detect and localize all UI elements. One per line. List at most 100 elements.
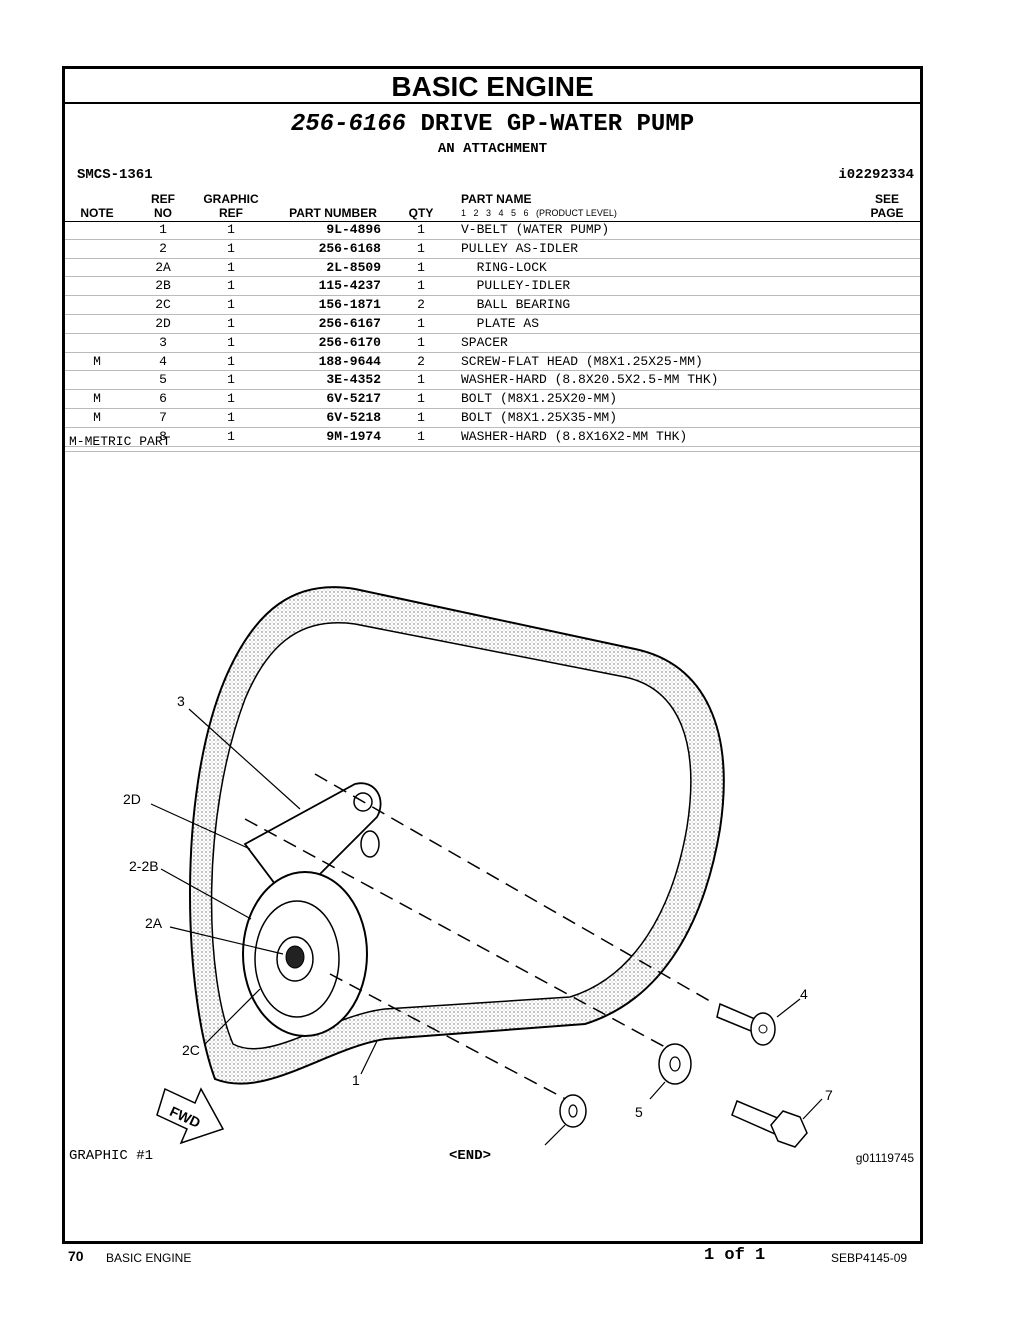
callout-3: 3	[177, 693, 185, 709]
cell-graphic-ref: 1	[227, 278, 235, 294]
cell-part-number: 2L-8509	[326, 259, 381, 275]
plate-assembly-drawing	[243, 782, 382, 906]
cell-part-name: BOLT (M8X1.25X35-MM)	[461, 409, 618, 425]
cell-graphic-ref: 1	[227, 391, 235, 407]
cell-graphic-ref: 1	[227, 353, 235, 369]
col-graphic-ref-line2: REF	[219, 206, 243, 220]
exploded-view-graphic: FWD 3 2D 2-2B 2A 2C 1 4 5 7 8 6	[123, 586, 833, 1149]
cell-qty: 1	[417, 222, 425, 237]
explode-lines	[244, 773, 716, 1105]
col-see-page: SEE PAGE	[861, 192, 913, 220]
col-graphic-ref: GRAPHIC REF	[199, 192, 263, 220]
cell-ref: 2B	[155, 278, 171, 294]
cell-ref: 6	[159, 391, 167, 407]
col-see-page-line1: SEE	[874, 192, 899, 206]
cell-part-number: 3E-4352	[326, 372, 381, 388]
cell-part-name: PULLEY AS-IDLER	[461, 240, 579, 256]
document-number: SEBP4145-09	[831, 1251, 908, 1265]
cell-qty: 1	[417, 428, 425, 444]
product-level-scale: 1 2 3 4 5 6 (PRODUCT LEVEL)	[461, 208, 617, 218]
callout-5: 5	[635, 1104, 643, 1120]
cell-graphic-ref: 1	[227, 259, 235, 275]
cell-ref: 2A	[155, 259, 171, 275]
cell-part-name: PULLEY-IDLER	[461, 278, 571, 294]
flat-head-screw-drawing	[716, 1002, 776, 1046]
page-count: 1 of 1	[704, 1246, 766, 1265]
cell-part-name: RING-LOCK	[461, 259, 547, 275]
cell-part-number: 6V-5217	[326, 391, 381, 407]
table-row: 2A 1 2L-8509 1 RING-LOCK	[65, 259, 920, 278]
cell-note: M	[93, 409, 101, 425]
cell-part-name: SCREW-FLAT HEAD (M8X1.25X25-MM)	[461, 353, 703, 369]
cell-part-name: SPACER	[461, 334, 508, 350]
info-id: i02292334	[838, 167, 914, 183]
group-part-number: 256-6166	[290, 111, 407, 138]
cell-graphic-ref: 1	[227, 428, 235, 444]
graphic-label: GRAPHIC #1	[69, 1148, 154, 1164]
cell-part-number: 256-6170	[318, 334, 381, 350]
cell-part-name: WASHER-HARD (8.8X16X2-MM THK)	[461, 428, 688, 444]
table-row: 2D 1 256-6167 1 PLATE AS	[65, 315, 920, 334]
cell-part-number: 256-6167	[318, 315, 381, 331]
col-ref-no-line1: REF	[151, 192, 175, 206]
col-ref-no: REF NO	[143, 192, 183, 220]
section-banner: BASIC ENGINE	[65, 69, 920, 104]
cell-qty: 1	[417, 391, 425, 407]
cell-note: M	[93, 391, 101, 407]
cell-ref: 2D	[155, 315, 171, 331]
cell-ref: 1	[159, 222, 167, 237]
callout-leaders	[150, 708, 823, 1146]
page-number: 70	[68, 1248, 84, 1264]
page-frame: BASIC ENGINE 256-6166 DRIVE GP-WATER PUM…	[62, 66, 923, 1244]
cell-qty: 1	[417, 315, 425, 331]
cell-part-number: 9M-1974	[326, 428, 381, 444]
cell-ref: 8	[159, 428, 167, 444]
cell-graphic-ref: 1	[227, 240, 235, 256]
cell-part-number: 6V-5218	[326, 409, 381, 425]
group-title: 256-6166 DRIVE GP-WATER PUMP	[65, 111, 920, 138]
cell-part-number: 256-6168	[318, 240, 381, 256]
table-row: 2B 1 115-4237 1 PULLEY-IDLER	[65, 277, 920, 297]
cell-qty: 1	[417, 278, 425, 294]
cell-ref: 2C	[155, 297, 171, 313]
cell-note: M	[93, 353, 101, 369]
header-rule	[65, 221, 920, 222]
cell-graphic-ref: 1	[227, 315, 235, 331]
forward-arrow-icon: FWD	[156, 1087, 225, 1145]
col-part-number: PART NUMBER	[289, 206, 377, 220]
group-name: DRIVE GP-WATER PUMP	[420, 111, 695, 138]
callout-8: 8	[535, 1148, 543, 1149]
cell-qty: 1	[417, 334, 425, 350]
bolt-long-drawing	[731, 1100, 808, 1148]
cell-part-number: 188-9644	[318, 353, 381, 369]
cell-part-number: 156-1871	[318, 297, 381, 313]
callout-2-2b: 2-2B	[129, 858, 159, 874]
col-note: NOTE	[80, 206, 114, 220]
cell-qty: 1	[417, 259, 425, 275]
graphic-id: g01119745	[855, 1151, 914, 1165]
table-row: 8 1 9M-1974 1 WASHER-HARD (8.8X16X2-MM THK)	[65, 428, 920, 447]
col-see-page-line2: PAGE	[870, 206, 904, 220]
cell-qty: 2	[417, 297, 425, 313]
cell-graphic-ref: 1	[227, 334, 235, 350]
cell-part-name: PLATE AS	[461, 315, 540, 331]
group-subtitle: AN ATTACHMENT	[437, 141, 548, 157]
cell-part-name: V-BELT (WATER PUMP)	[461, 222, 610, 237]
footnote-rule	[65, 451, 920, 452]
footnote-metric: M-METRIC PART	[69, 434, 171, 449]
col-qty: QTY	[408, 206, 434, 220]
cell-qty: 1	[417, 240, 425, 256]
cell-graphic-ref: 1	[227, 409, 235, 425]
cell-ref: 4	[159, 353, 167, 369]
cell-part-number: 115-4237	[318, 278, 381, 294]
footer-section: BASIC ENGINE	[106, 1251, 192, 1265]
